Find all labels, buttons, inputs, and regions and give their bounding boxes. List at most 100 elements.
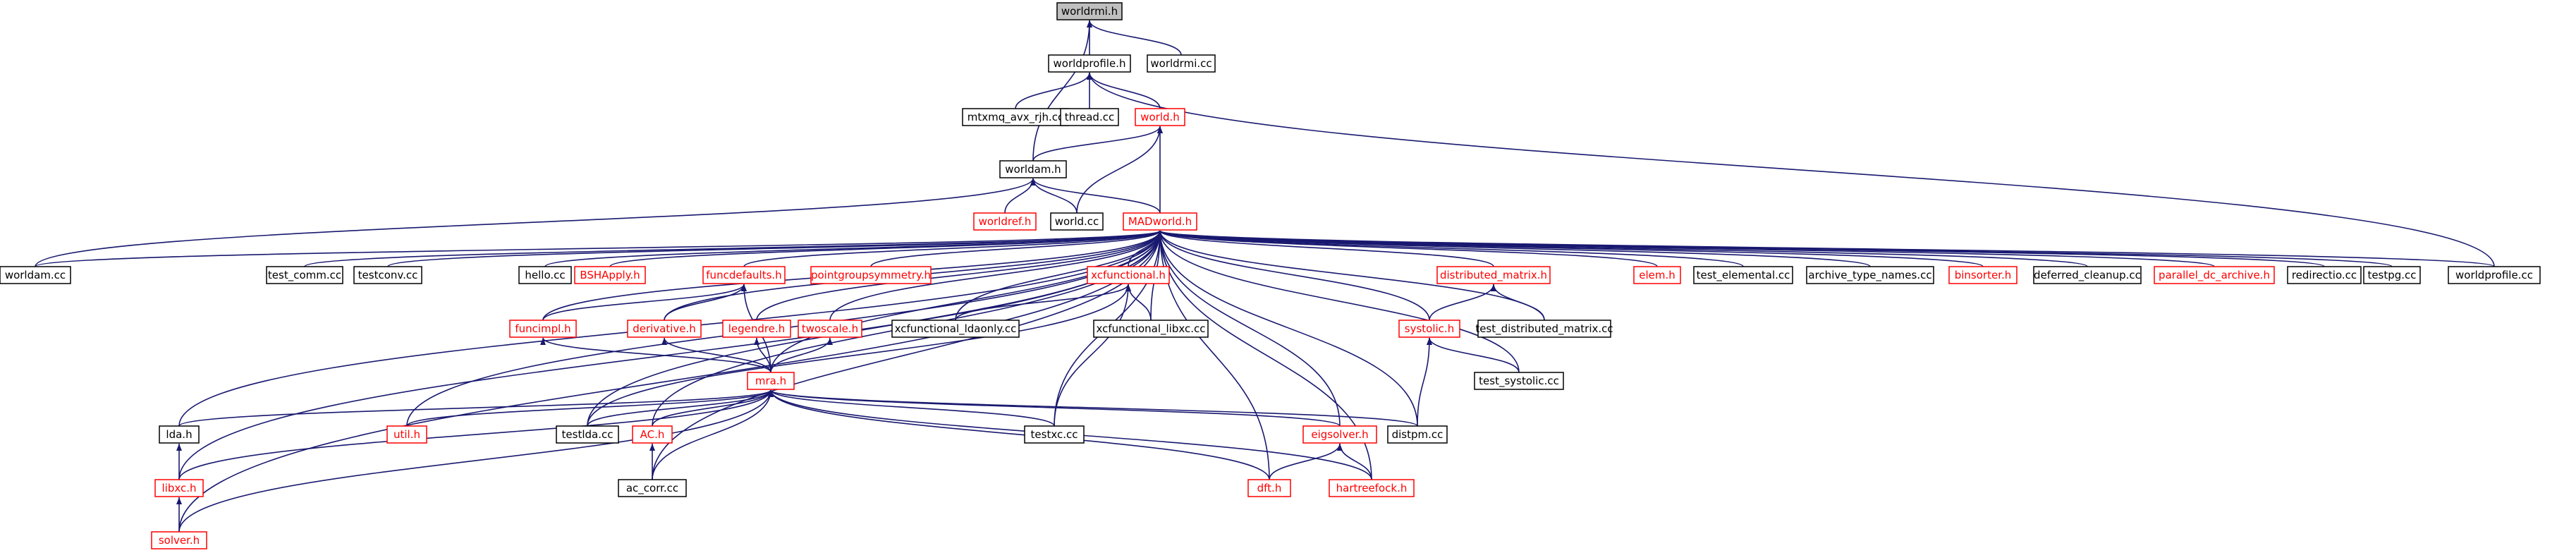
node-box	[747, 372, 795, 390]
node-parallel-dc-archive-h[interactable]: parallel_dc_archive.h	[2154, 266, 2275, 284]
node-madworld-h[interactable]: MADworld.h	[1123, 212, 1197, 231]
node-pointgroupsym-h[interactable]: pointgroupsymmetry.h	[810, 266, 932, 284]
node-label: eigsolver.h	[1311, 428, 1368, 441]
node-binsorter-h[interactable]: binsorter.h	[1948, 266, 2018, 284]
node-ac-corr-cc[interactable]: ac_corr.cc	[618, 479, 687, 497]
edge-mra-h-to-legendre-h	[754, 337, 771, 373]
node-libxc-h[interactable]: libxc.h	[154, 479, 204, 497]
node-label: libxc.h	[162, 482, 197, 494]
node-label: pointgroupsymmetry.h	[811, 269, 931, 281]
node-xcfunctional-ldaonly-cc[interactable]: xcfunctional_ldaonly.cc	[891, 320, 1020, 338]
node-world-cc[interactable]: world.cc	[1050, 212, 1104, 231]
node-archive-type-names-cc[interactable]: archive_type_names.cc	[1806, 266, 1934, 284]
nodes-layer: worldrmi.h worldprofile.h worldrmi.cc mtxmq…	[0, 2, 2541, 549]
edge-worldrmi-cc-to-worldrmi-h	[1087, 20, 1182, 56]
edge-testconv-cc-to-madworld-h	[387, 230, 1163, 267]
node-box	[618, 479, 687, 497]
node-label: worldrmi.cc	[1150, 57, 1211, 70]
edge-testxc-cc-to-mra-h	[768, 389, 1055, 427]
node-distributed-matrix-h[interactable]: distributed_matrix.h	[1436, 266, 1551, 284]
node-box	[1048, 54, 1131, 73]
node-test-elemental-cc[interactable]: test_elemental.cc	[1693, 266, 1793, 284]
edge-mra-h-to-derivative-h	[661, 337, 771, 373]
edge-testpg-cc-to-madworld-h	[1157, 230, 2393, 267]
edge-elem-h-to-madworld-h	[1157, 230, 1658, 267]
node-hello-cc[interactable]: hello.cc	[518, 266, 572, 284]
node-test-distributed-matrix-cc[interactable]: test_distributed_matrix.cc	[1475, 320, 1613, 338]
node-worldam-cc[interactable]: worldam.cc	[0, 266, 71, 284]
node-xcfunctional-h[interactable]: xcfunctional.h	[1087, 266, 1170, 284]
node-label: funcdefaults.h	[706, 269, 781, 281]
edge-mra-h-to-twoscale-h	[770, 337, 833, 373]
node-box	[1806, 266, 1934, 284]
node-box	[1147, 54, 1216, 73]
node-worldprofile-cc[interactable]: worldprofile.cc	[2448, 266, 2541, 284]
edge-twoscale-h-to-madworld-h	[829, 230, 1163, 321]
edge-hartreefock-h-to-eigsolver-h	[1337, 443, 1372, 480]
node-funcimpl-h[interactable]: funcimpl.h	[509, 320, 577, 338]
node-label: testlda.cc	[562, 428, 614, 441]
node-testxc-cc[interactable]: testxc.cc	[1024, 425, 1085, 444]
edge-testlda-cc-to-xcfunctional-h	[587, 284, 1131, 427]
edge-eigsolver-h-to-mra-h	[768, 389, 1341, 427]
node-derivative-h[interactable]: derivative.h	[627, 320, 702, 338]
edge-worldam-h-to-world-h	[1032, 126, 1163, 162]
node-dft-h[interactable]: dft.h	[1247, 479, 1291, 497]
node-label: worldprofile.cc	[2455, 269, 2533, 281]
node-worldrmi-cc[interactable]: worldrmi.cc	[1147, 54, 1216, 73]
node-systolic-h[interactable]: systolic.h	[1398, 320, 1460, 338]
node-worldprofile-h[interactable]: worldprofile.h	[1048, 54, 1131, 73]
node-twoscale-h[interactable]: twoscale.h	[798, 320, 862, 338]
node-test-systolic-cc[interactable]: test_systolic.cc	[1474, 372, 1564, 390]
node-ac-h[interactable]: AC.h	[632, 425, 673, 444]
node-elem-h[interactable]: elem.h	[1633, 266, 1681, 284]
node-mra-h[interactable]: mra.h	[747, 372, 795, 390]
edge-world-h-to-worldprofile-h	[1087, 72, 1161, 109]
node-eigsolver-h[interactable]: eigsolver.h	[1302, 425, 1377, 444]
edge-worldam-cc-to-madworld-h	[35, 230, 1163, 267]
node-deferred-cleanup-cc[interactable]: deferred_cleanup.cc	[2033, 266, 2142, 284]
node-funcdefaults-h[interactable]: funcdefaults.h	[702, 266, 786, 284]
node-box	[1123, 212, 1197, 231]
node-box	[509, 320, 577, 338]
node-box	[1247, 479, 1291, 497]
node-legendre-h[interactable]: legendre.h	[722, 320, 791, 338]
node-label: dft.h	[1257, 482, 1282, 494]
node-box	[154, 479, 204, 497]
node-bshapply-h[interactable]: BSHApply.h	[574, 266, 646, 284]
node-box	[518, 266, 572, 284]
node-testpg-cc[interactable]: testpg.cc	[2363, 266, 2421, 284]
node-thread-cc[interactable]: thread.cc	[1060, 108, 1119, 126]
node-box	[1477, 320, 1611, 338]
node-box	[1693, 266, 1793, 284]
node-box	[722, 320, 791, 338]
edge-bshapply-h-to-madworld-h	[609, 230, 1163, 267]
node-label: worldam.h	[1005, 163, 1061, 176]
node-hartreefock-h[interactable]: hartreefock.h	[1329, 479, 1415, 497]
node-world-h[interactable]: world.h	[1135, 108, 1185, 126]
node-lda-h[interactable]: lda.h	[159, 425, 200, 444]
node-util-h[interactable]: util.h	[386, 425, 427, 444]
node-worldam-h[interactable]: worldam.h	[999, 160, 1067, 178]
node-label: redirectio.cc	[2292, 269, 2357, 281]
node-testlda-cc[interactable]: testlda.cc	[556, 425, 619, 444]
node-label: BSHApply.h	[580, 269, 640, 281]
node-distpm-cc[interactable]: distpm.cc	[1387, 425, 1448, 444]
node-solver-h[interactable]: solver.h	[151, 531, 207, 549]
edge-distpm-cc-to-madworld-h	[1157, 230, 1418, 427]
node-worldrmi-h[interactable]: worldrmi.h	[1056, 2, 1123, 20]
node-label: archive_type_names.cc	[1808, 269, 1931, 282]
edge-world-cc-to-worldam-h	[1030, 178, 1078, 214]
edge-util-h-to-mra-h	[406, 389, 774, 427]
node-testconv-cc[interactable]: testconv.cc	[353, 266, 422, 284]
edge-mtxmq-to-worldprofile-h	[1015, 72, 1092, 109]
node-mtxmq[interactable]: mtxmq_avx_rjh.cc	[962, 108, 1069, 126]
node-redirectio-cc[interactable]: redirectio.cc	[2287, 266, 2362, 284]
node-worldref-h[interactable]: worldref.h	[973, 212, 1037, 231]
node-test-comm-cc[interactable]: test_comm.cc	[266, 266, 343, 284]
edge-worldam-h-to-worldrmi-h	[1032, 20, 1092, 162]
edge-dft-h-to-mra-h	[768, 389, 1270, 480]
node-box	[1387, 425, 1448, 444]
node-xcfunctional-libxc-cc[interactable]: xcfunctional_libxc.cc	[1093, 320, 1209, 338]
